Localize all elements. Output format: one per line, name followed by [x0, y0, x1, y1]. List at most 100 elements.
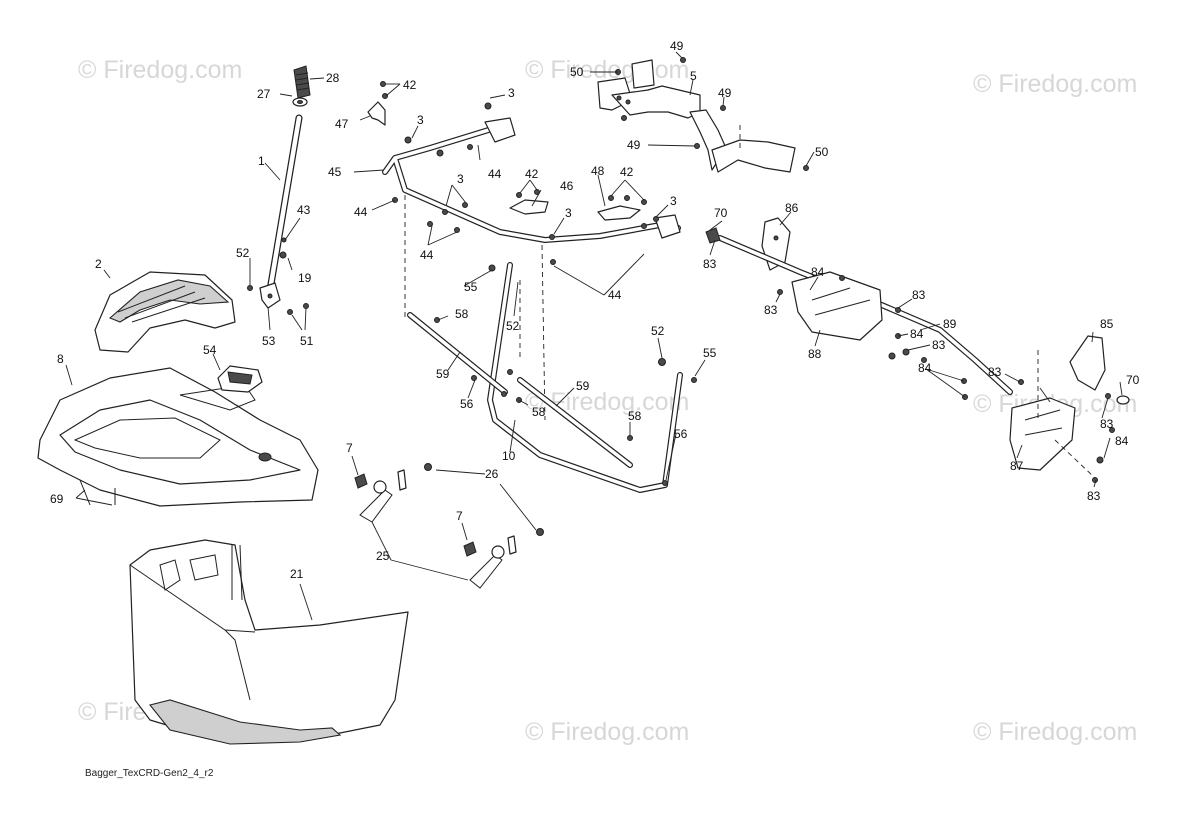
small-fasteners-left [247, 237, 309, 315]
callout: 45 [328, 165, 342, 179]
part-59-rod-right [517, 377, 633, 468]
callout: 1 [258, 154, 265, 168]
callout: 7 [346, 441, 353, 455]
callout: 3 [670, 194, 677, 208]
callout: 69 [50, 492, 64, 506]
callout: 70 [1126, 373, 1140, 387]
callout: 49 [670, 39, 684, 53]
watermark: © Firedog.com [973, 718, 1137, 746]
callout: 44 [488, 167, 502, 181]
callout: 84 [918, 361, 932, 375]
alignment-lines-right [739, 125, 1096, 479]
callout: 55 [703, 346, 717, 360]
callout: 19 [298, 271, 312, 285]
callout: 47 [335, 117, 349, 131]
callout: 46 [560, 179, 574, 193]
callout: 89 [943, 317, 957, 331]
callout: 70 [714, 206, 728, 220]
callout: 55 [464, 280, 478, 294]
callout: 58 [455, 307, 469, 321]
callout: 42 [403, 78, 417, 92]
callout: 84 [910, 327, 924, 341]
callout: 88 [808, 347, 822, 361]
callout: 86 [785, 201, 799, 215]
callout: 44 [354, 205, 368, 219]
callout: 3 [417, 113, 424, 127]
callout: 10 [502, 449, 516, 463]
callout: 43 [297, 203, 311, 217]
alignment-lines-center [404, 195, 546, 421]
callout: 87 [1010, 459, 1024, 473]
diagram-caption: Bagger_TexCRD-Gen2_4_r2 [85, 768, 214, 779]
part-70-bolt-right [1116, 395, 1130, 405]
part-45-upper-frame [382, 117, 681, 243]
part-59-rod-left [407, 312, 508, 395]
callout: 84 [811, 265, 825, 279]
callout: 52 [506, 319, 520, 333]
callout: 83 [988, 365, 1002, 379]
part-25-latch-right [463, 528, 544, 589]
part-85-bracket [1069, 335, 1106, 391]
part-27-washer [292, 97, 308, 107]
watermark: © Firedog.com [525, 718, 689, 746]
part-48-plate [597, 205, 641, 221]
callout: 51 [300, 334, 314, 348]
callout: 2 [95, 257, 102, 271]
callout-labels: 28 27 1 43 19 52 53 51 2 8 54 69 21 25 2… [50, 39, 1140, 581]
part-2-lid-vent [94, 271, 236, 353]
callout: 83 [703, 257, 717, 271]
callout: 3 [457, 172, 464, 186]
watermark: © Firedog.com [973, 70, 1137, 98]
part-8-bag-cover [37, 367, 319, 507]
callout: 52 [236, 246, 250, 260]
part-53-bracket [259, 282, 281, 309]
callout: 59 [576, 379, 590, 393]
part-89-rod [717, 235, 1013, 395]
callout: 42 [525, 167, 539, 181]
callout: 42 [620, 165, 634, 179]
callout: 7 [456, 509, 463, 523]
part-88-plate [791, 271, 883, 341]
watermark: © Firedog.com [525, 56, 689, 84]
callout: 3 [565, 206, 572, 220]
right-fasteners [777, 275, 1115, 483]
callout: 5 [690, 69, 697, 83]
part-70-bolt-left [705, 227, 721, 244]
part-21-bag [129, 539, 409, 745]
callout: 83 [912, 288, 926, 302]
callout: 50 [570, 65, 584, 79]
leader-lines [65, 51, 1123, 621]
callout: 44 [420, 248, 434, 262]
callout: 48 [591, 164, 605, 178]
center-small-parts [434, 264, 697, 486]
part-47-clip [367, 81, 388, 126]
callout: 49 [718, 86, 732, 100]
part-46-plate [509, 199, 549, 215]
callout: 58 [532, 405, 546, 419]
callout: 83 [1100, 417, 1114, 431]
callout: 53 [262, 334, 276, 348]
callout: 84 [1115, 434, 1129, 448]
callout: 21 [290, 567, 304, 581]
callout: 59 [436, 367, 450, 381]
callout: 54 [203, 343, 217, 357]
callout: 8 [57, 352, 64, 366]
callout: 44 [608, 288, 622, 302]
callout: 27 [257, 87, 271, 101]
callout: 28 [326, 71, 340, 85]
part-1-support-rod [266, 114, 303, 294]
callout: 83 [932, 338, 946, 352]
part-54-handle [217, 365, 263, 393]
callout: 26 [485, 467, 499, 481]
callout: 85 [1100, 317, 1114, 331]
frame-fasteners [392, 102, 659, 265]
callout: 56 [674, 427, 688, 441]
callout: 52 [651, 324, 665, 338]
watermark: © Firedog.com [78, 56, 242, 84]
part-5-mount-bracket [597, 57, 809, 173]
callout: 58 [628, 409, 642, 423]
part-87-plate [1009, 397, 1076, 471]
part-25-latch-left [354, 463, 432, 523]
callout: 3 [508, 86, 515, 100]
